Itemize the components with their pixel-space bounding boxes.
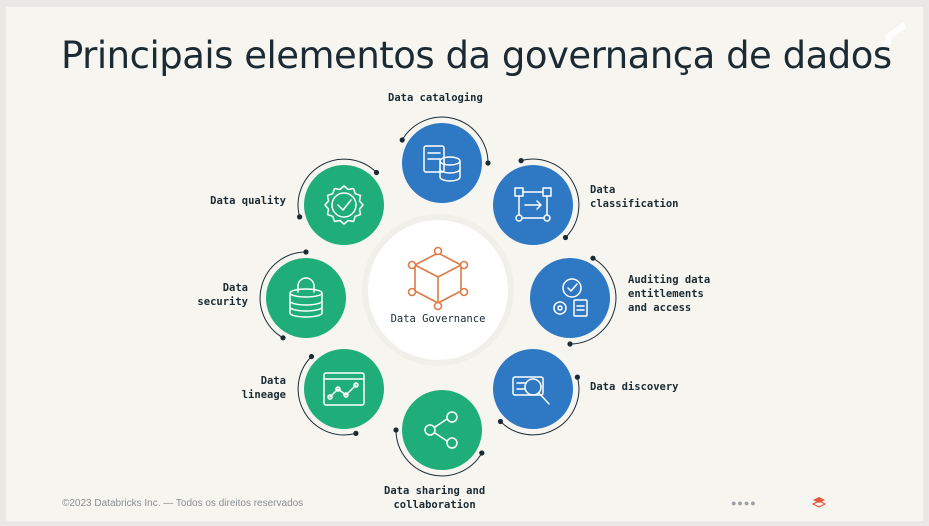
orbit-arc — [401, 116, 489, 164]
governance-diagram — [259, 116, 617, 477]
orbit-arc — [259, 251, 307, 339]
share-icon — [424, 411, 458, 449]
center-label: Data Governance — [390, 313, 486, 325]
arc-dot — [567, 341, 573, 347]
element-label: Data cataloging — [388, 92, 483, 104]
workflow-arrows-icon — [514, 187, 552, 222]
database-documents-icon — [423, 145, 461, 182]
element-circle — [304, 165, 384, 245]
arc-dot — [308, 353, 315, 360]
element-label: Auditing data entitlements and access — [628, 274, 711, 314]
element-3 — [530, 255, 617, 347]
arc-dot — [393, 427, 399, 433]
element-4 — [493, 349, 581, 436]
element-6 — [297, 349, 384, 436]
badge-check-icon — [324, 185, 364, 225]
arc-dot — [479, 450, 485, 456]
arc-dot — [303, 249, 309, 255]
governance-cube-icon — [407, 246, 469, 311]
orbit-arc — [520, 158, 580, 238]
arc-dot — [373, 169, 380, 176]
element-7 — [259, 249, 346, 341]
element-label: Data discovery — [590, 381, 679, 393]
element-label: Data quality — [210, 195, 286, 207]
element-circle — [493, 349, 573, 429]
arc-dot — [353, 430, 359, 436]
element-circle — [304, 349, 384, 429]
audit-check-gear-icon — [553, 278, 588, 317]
arc-dot — [518, 158, 524, 164]
arc-dot — [399, 137, 405, 143]
element-label: Data security — [197, 282, 248, 308]
element-circle — [530, 258, 610, 338]
element-circle — [402, 390, 482, 470]
element-8 — [297, 158, 384, 245]
arc-dot — [297, 214, 303, 220]
slide-title: Principais elementos da governança de da… — [61, 34, 892, 77]
orbit-arc — [500, 376, 580, 436]
arc-dot — [562, 234, 569, 241]
element-2 — [493, 158, 580, 245]
line-chart-icon — [323, 372, 365, 406]
lock-database-icon — [289, 277, 323, 318]
orbit-arc — [297, 158, 377, 218]
arc-dot — [497, 418, 504, 425]
orbit-arc — [297, 356, 357, 436]
slide: Principais elementos da governança de da… — [6, 7, 923, 521]
search-magnifier-icon — [512, 376, 550, 405]
element-5 — [393, 390, 485, 477]
footer-dots: ●●●● — [731, 498, 757, 508]
arc-dot — [280, 335, 286, 341]
arc-dot — [485, 160, 491, 166]
orbit-arc — [395, 429, 483, 477]
footer-copyright: ©2023 Databricks Inc. — Todos os direito… — [62, 498, 304, 509]
element-1 — [399, 116, 491, 203]
arc-dot — [590, 255, 596, 261]
orbit-arc — [569, 257, 617, 345]
arc-dot — [574, 374, 581, 380]
footer-brand-icon — [812, 497, 826, 508]
element-label: Data sharing and collaboration — [384, 485, 486, 511]
element-circle — [266, 258, 346, 338]
element-label: Data classification — [590, 184, 679, 210]
element-label: Data lineage — [241, 375, 286, 401]
databricks-logo-icon — [882, 22, 906, 45]
